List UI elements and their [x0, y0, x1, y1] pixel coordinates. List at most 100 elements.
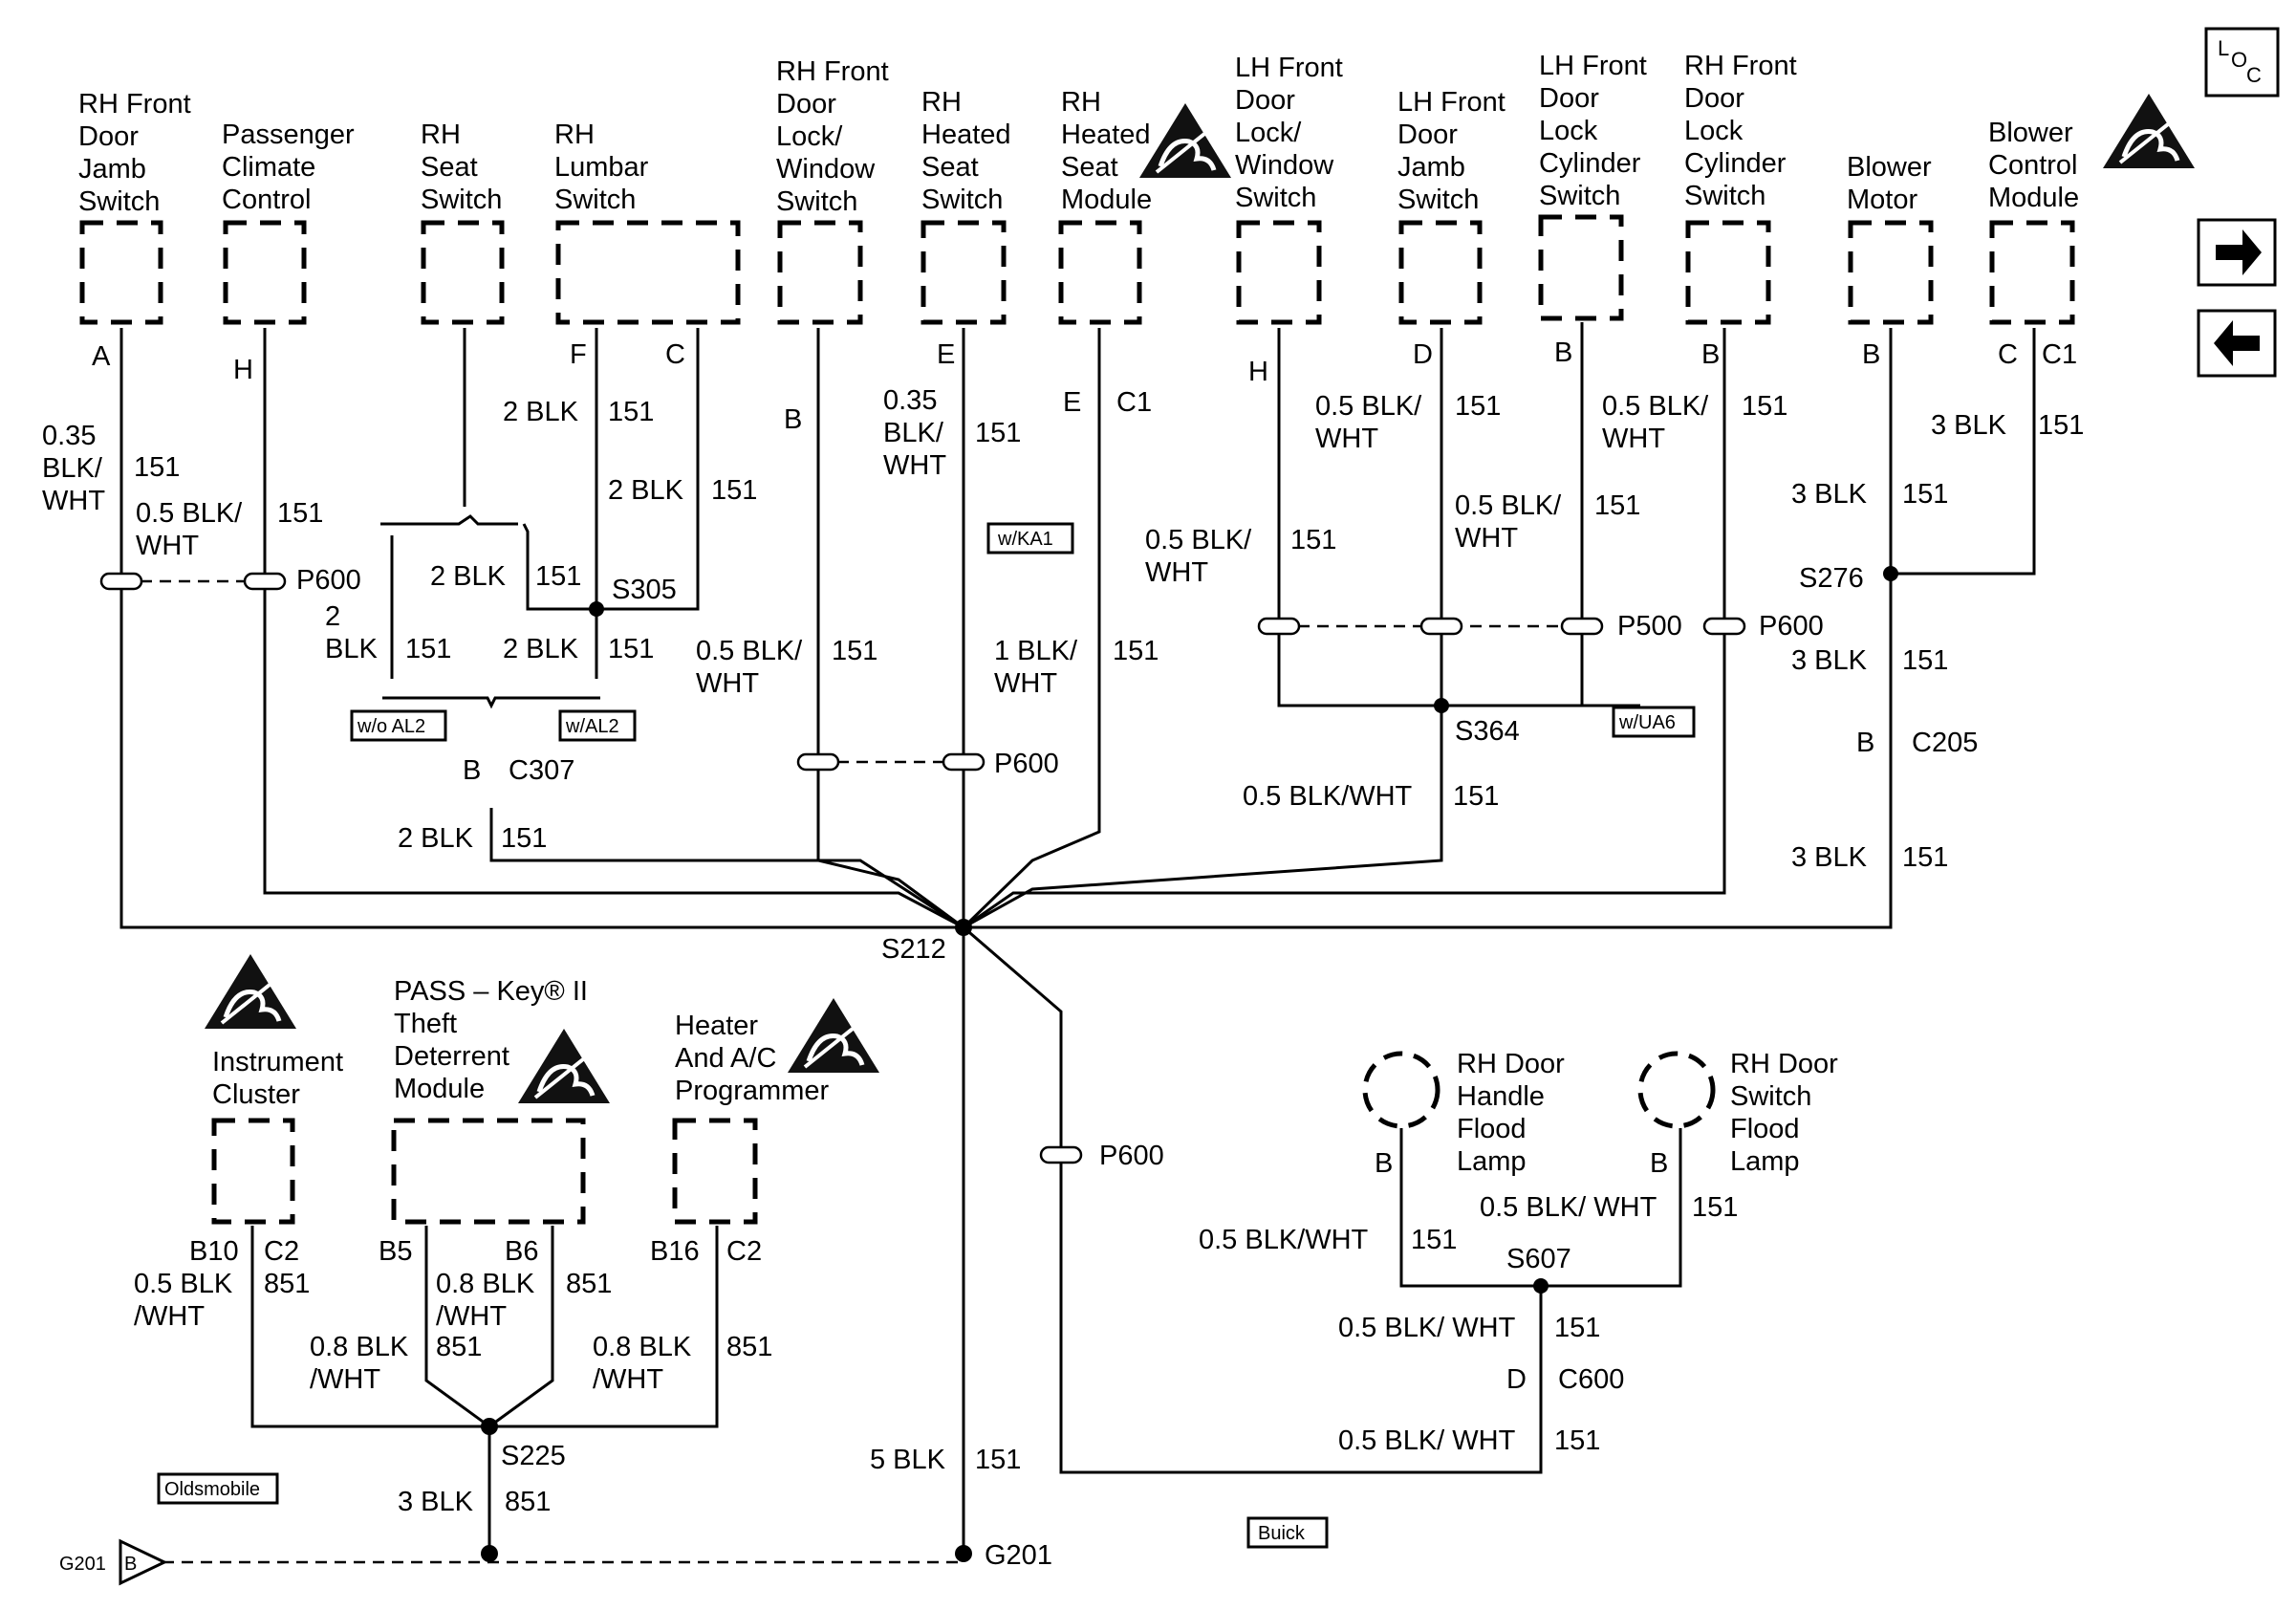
- location-button[interactable]: L O C: [2204, 27, 2280, 98]
- prev-page-button[interactable]: [2197, 309, 2277, 378]
- wire-label: 0.8 BLK/WHT: [593, 1332, 692, 1395]
- pin-label: B: [463, 755, 481, 786]
- circuit-label: 151: [1692, 1192, 1738, 1223]
- pin-label: C: [665, 339, 685, 370]
- inline-connectors: [99, 572, 1746, 1164]
- pin-label: F: [570, 339, 587, 370]
- circuit-label: 151: [134, 452, 180, 483]
- arrow-right-icon: [2216, 229, 2262, 275]
- wire-label: 3 BLK: [1791, 479, 1868, 510]
- pin-label: C: [1998, 339, 2018, 370]
- option-w-ua6: w/UA6: [1618, 712, 1676, 733]
- loc-letter-c: C: [2246, 63, 2262, 87]
- pin-label: C1: [2042, 339, 2077, 370]
- option-tags: w/o AL2 w/AL2 w/KA1 w/UA6 Oldsmobile Bui…: [157, 522, 1696, 1549]
- connector-label-c205: C205: [1912, 728, 1978, 758]
- wire-label: 2 BLK: [503, 397, 579, 427]
- loc-letter-l: L: [2218, 36, 2229, 60]
- ground-ref-pin: B: [124, 1554, 137, 1575]
- pin-label: B: [1650, 1148, 1668, 1179]
- circuit-label: 151: [501, 823, 547, 854]
- pin-label: B6: [505, 1236, 538, 1267]
- circuit-label: 151: [608, 397, 654, 427]
- wire-label: 3 BLK: [398, 1487, 474, 1517]
- pin-label: E: [937, 339, 955, 370]
- pin-label: B: [1701, 339, 1720, 370]
- pin-label: B: [1375, 1148, 1393, 1179]
- circuit-label: 151: [1902, 842, 1948, 873]
- option-buick: Buick: [1258, 1523, 1306, 1544]
- circuit-label: 851: [505, 1487, 551, 1517]
- arrow-left-icon: [2214, 320, 2260, 366]
- pin-label: A: [92, 341, 111, 372]
- circuit-label: 851: [566, 1269, 612, 1299]
- pin-label: B10: [189, 1236, 239, 1267]
- wire-label: 3 BLK: [1791, 645, 1868, 676]
- esd-warning-icon: [788, 998, 879, 1073]
- wire-label: 0.5 BLK/WHT: [136, 498, 243, 561]
- splice-label-s305: S305: [612, 575, 677, 605]
- wire-label: 2 BLK: [430, 561, 507, 592]
- circuit-label: 151: [1411, 1225, 1457, 1255]
- wire-label: 0.8 BLK/WHT: [310, 1332, 409, 1395]
- wire-label: 0.5 BLK/ WHT: [1480, 1192, 1657, 1223]
- wire-label: 0.5 BLK/WHT: [134, 1269, 233, 1332]
- wire-label: 0.8 BLK/WHT: [436, 1269, 535, 1332]
- circuit-label: 151: [711, 475, 757, 506]
- circuit-label: 151: [1594, 490, 1640, 521]
- next-page-button[interactable]: [2197, 218, 2277, 287]
- circuit-label: 151: [1902, 645, 1948, 676]
- connector-label-p600: P600: [1099, 1141, 1164, 1171]
- circuit-label: 151: [535, 561, 581, 592]
- splices: [481, 566, 1898, 1562]
- loc-letter-o: O: [2231, 48, 2247, 72]
- wire-label: 5 BLK: [870, 1445, 946, 1475]
- splice-label-s276: S276: [1799, 563, 1864, 594]
- circuit-label: 151: [832, 636, 877, 666]
- wire-label: 2 BLK: [608, 475, 684, 506]
- wire-label: 0.5 BLK/WHT: [696, 636, 803, 699]
- connector-label-p500: P500: [1617, 611, 1682, 642]
- wire-label: 0.5 BLK/WHT: [1243, 781, 1413, 812]
- wire-label: 0.5 BLK/WHT: [1199, 1225, 1369, 1255]
- option-wo-al2: w/o AL2: [357, 716, 425, 737]
- circuit-label: 151: [277, 498, 323, 529]
- wire-label: 0.5 BLK/WHT: [1315, 391, 1422, 454]
- connector-label-c307: C307: [509, 755, 574, 786]
- connector-label-p600: P600: [994, 749, 1059, 779]
- wire-label: 0.5 BLK/WHT: [1602, 391, 1709, 454]
- circuit-label: 851: [264, 1269, 310, 1299]
- splice-label-s607: S607: [1506, 1244, 1571, 1274]
- circuit-label: 151: [1113, 636, 1159, 666]
- ground-reference-g201[interactable]: G201 B: [59, 1538, 168, 1586]
- location-frame: [2204, 27, 2280, 98]
- circuit-label: 151: [1902, 479, 1948, 510]
- option-w-ka1: w/KA1: [997, 529, 1053, 550]
- circuit-label: 151: [1554, 1313, 1600, 1343]
